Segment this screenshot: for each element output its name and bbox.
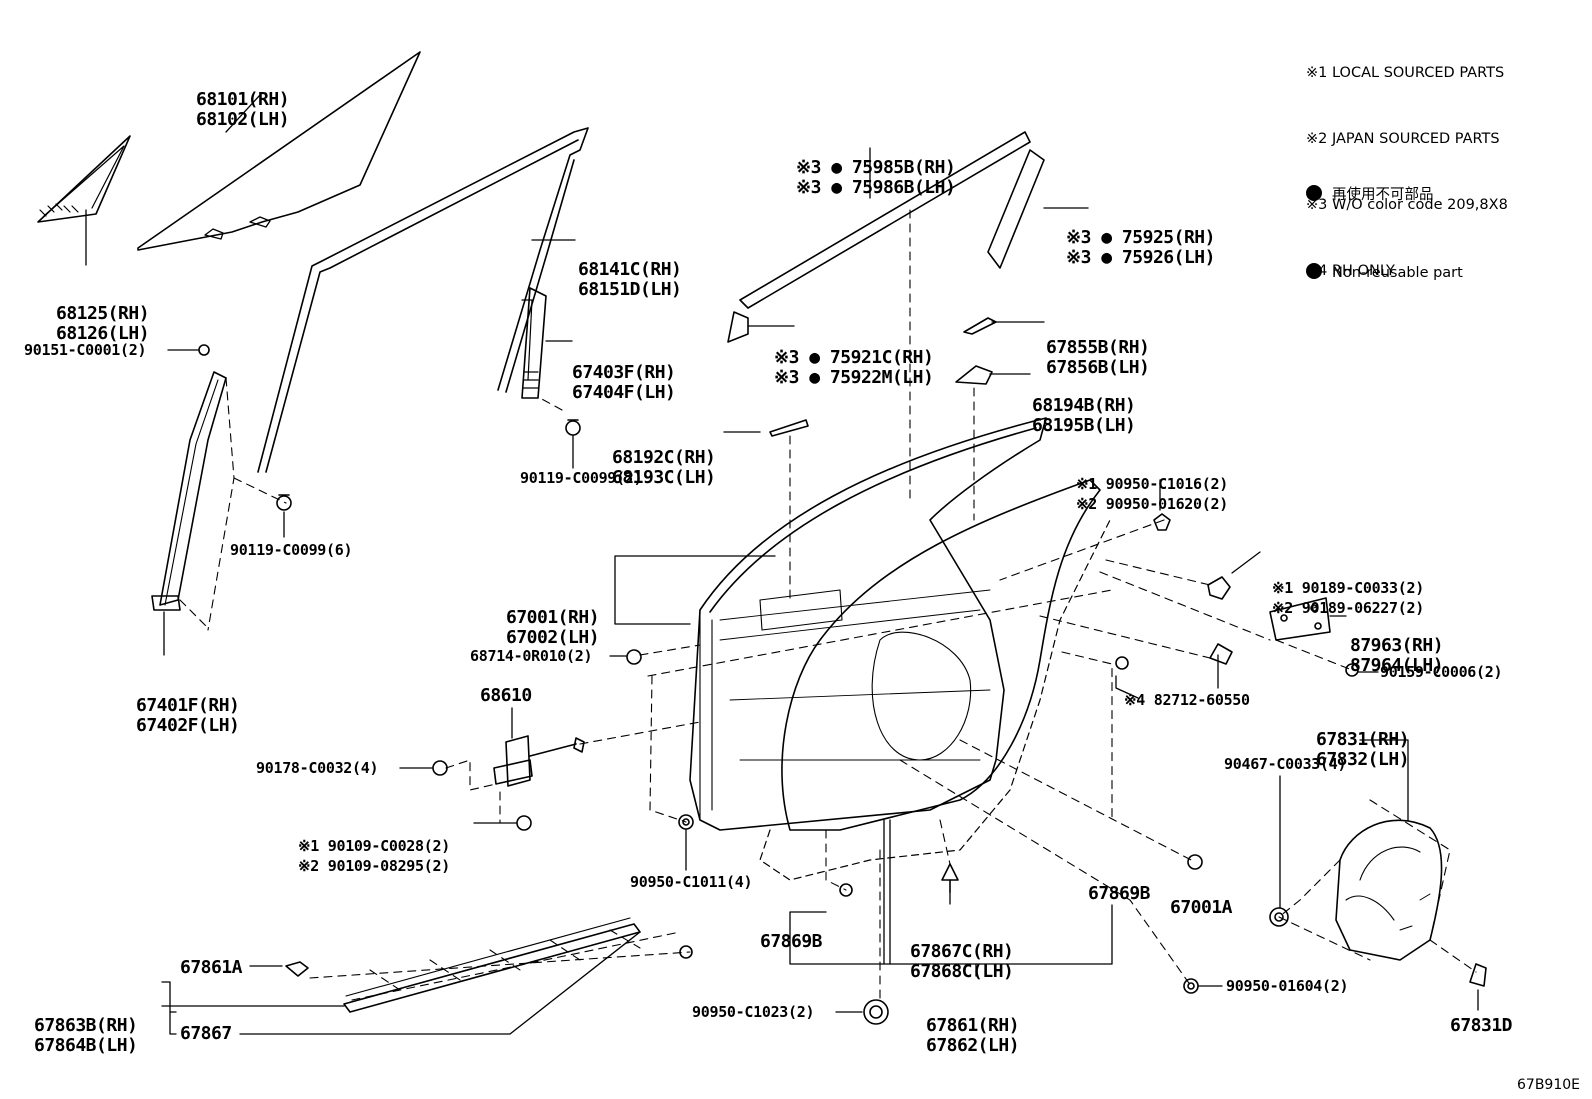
belt-moulding-part	[739, 131, 1031, 309]
door-panel-part	[689, 417, 1047, 831]
label-clip-67867c: 67867C(RH)67868C(LH)	[910, 941, 1014, 982]
nonreusable-dot-icon	[1306, 185, 1322, 201]
label-part-67831d: 67831D	[1450, 1015, 1513, 1036]
label-plug-90950-01604: 90950-01604(2)	[1226, 977, 1349, 995]
legend-nonreusable: 再使用不可部品 Non-reusable part	[1306, 130, 1463, 338]
label-weatherstrip: 67861(RH)67862(LH)	[926, 1015, 1020, 1056]
legend-notes: ※1 LOCAL SOURCED PARTS ※2 JAPAN SOURCED …	[1306, 18, 1508, 326]
label-plug-90950-c1023: 90950-C1023(2)	[692, 1003, 815, 1021]
front-frame-part	[151, 371, 227, 611]
label-bracket-68194: 68194B(RH)68195B(LH)	[1032, 395, 1136, 436]
run-channel-part	[257, 127, 589, 473]
label-bolt-2: 90119-C0099(2)	[520, 469, 643, 487]
bracket-87963-part	[1269, 597, 1331, 641]
label-clip-67869b-right: 67869B	[1088, 883, 1151, 904]
bracket-68194-part	[955, 365, 993, 385]
label-clip-90467: 90467-C0033(4)	[1224, 755, 1347, 773]
nonreusable-jp: 再使用不可部品	[1332, 187, 1434, 203]
pillar-garnish-part	[987, 149, 1045, 269]
door-glass-part	[137, 51, 421, 251]
nonreusable-dot-icon	[1306, 263, 1322, 279]
guide-lines	[179, 209, 1477, 1001]
legend-note: ※2 JAPAN SOURCED PARTS	[1306, 131, 1500, 147]
label-opening-trim: 67863B(RH)67864B(LH)	[34, 1015, 138, 1056]
label-clip-68192: 68192C(RH)68193C(LH)	[612, 447, 716, 488]
label-sensor-82712: ※4 82712-60550	[1124, 691, 1250, 709]
legend-note: ※3 W/O color code 209,8X8	[1306, 197, 1508, 213]
label-belt-moulding: ※3 ● 75985B(RH)※3 ● 75986B(LH)	[796, 157, 956, 198]
label-door-panel: 67001(RH)67002(LH)	[506, 607, 600, 648]
label-run-channel: 68141C(RH)68151D(LH)	[578, 259, 682, 300]
label-screw-front: 90151-C0001(2)	[24, 341, 147, 359]
label-hole-plug-top: ※1 90950-C1016(2)※2 90950-01620(2)	[1076, 475, 1228, 513]
label-nut-90159: 90159-C0006(2)	[1380, 663, 1503, 681]
label-bracket-87963: 87963(RH)87964(LH)	[1350, 635, 1444, 676]
label-part-67867: 67867	[180, 1023, 232, 1044]
label-plug-67001a: 67001A	[1170, 897, 1233, 918]
label-door-check: 68610	[480, 685, 532, 706]
label-bolt-6: 90119-C0099(6)	[230, 541, 353, 559]
label-bolt-90109: ※1 90109-C0028(2)※2 90109-08295(2)	[298, 837, 450, 875]
label-bracket-67855: 67855B(RH)67856B(LH)	[1046, 337, 1150, 378]
label-front-frame: 67401F(RH)67402F(LH)	[136, 695, 240, 736]
label-clip-67869b-left: 67869B	[760, 931, 823, 952]
quarter-glass-part	[37, 135, 131, 223]
label-clip-90189: ※1 90189-C0033(2)※2 90189-06227(2)	[1272, 579, 1424, 617]
clip-68192-part	[769, 419, 809, 437]
weatherstrip-part	[759, 479, 1111, 881]
label-clip-67861a: 67861A	[180, 957, 243, 978]
fastener-parts	[198, 344, 1487, 1025]
leader-lines	[85, 94, 1479, 1035]
label-corner-piece: ※3 ● 75921C(RH)※3 ● 75922M(LH)	[774, 347, 934, 388]
label-plug-90950-c1011: 90950-C1011(4)	[630, 873, 753, 891]
rear-frame-part	[521, 287, 547, 399]
label-door-glass: 68101(RH)68102(LH)	[196, 89, 290, 130]
door-check-part	[493, 735, 585, 787]
label-quarter-glass: 68125(RH)68126(LH)	[56, 303, 150, 344]
corner-piece-part	[727, 311, 749, 343]
bracket-67855-part	[963, 317, 997, 335]
diagram-reference-code: 67B910E	[1517, 1077, 1580, 1093]
label-service-cover: 67831(RH)67832(LH)	[1316, 729, 1410, 770]
label-pillar-garnish: ※3 ● 75925(RH)※3 ● 75926(LH)	[1066, 227, 1215, 268]
service-hole-cover-part	[1335, 819, 1443, 961]
nonreusable-en: Non-reusable part	[1332, 265, 1463, 281]
label-rear-frame: 67403F(RH)67404F(LH)	[572, 362, 676, 403]
label-bolt-90178: 90178-C0032(4)	[256, 759, 379, 777]
label-plug-68714: 68714-0R010(2)	[470, 647, 593, 665]
legend-note: ※1 LOCAL SOURCED PARTS	[1306, 65, 1505, 81]
